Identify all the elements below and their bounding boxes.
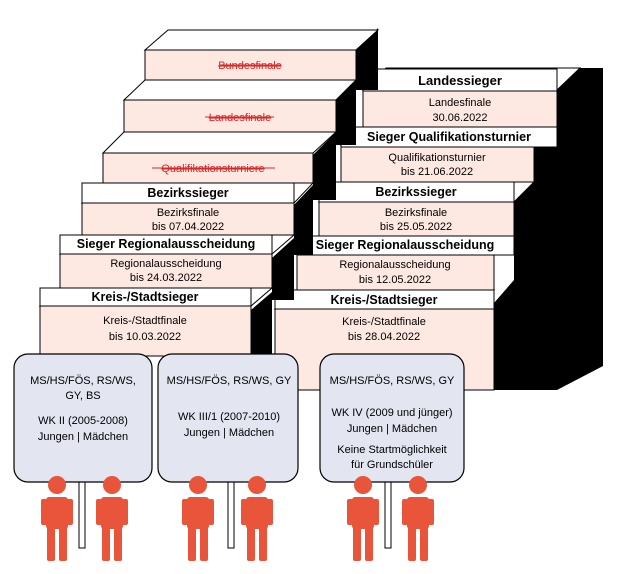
person-icon [182, 476, 214, 561]
sign-2-wk: WK III/1 (2007-2010) [178, 411, 280, 423]
right-regional-face [296, 254, 495, 291]
sign-2-board [157, 353, 299, 483]
left-bundes-label: Bundesfinale [218, 60, 282, 72]
left-bezirk-line1: Bezirksfinale [157, 207, 219, 219]
left-kreis-face [39, 305, 252, 357]
left-kreis-line2: bis 10.03.2022 [109, 331, 181, 343]
right-bezirk-title: Bezirkssieger [375, 185, 456, 199]
sign-2-post [227, 477, 235, 549]
left-landes-label: Landesfinale [209, 112, 271, 124]
left-bundes-top [143, 29, 380, 51]
left-regional-title: Sieger Regionalausscheidung [77, 237, 256, 251]
sign-2: MS/HS/FÖS, RS/WS, GY WK III/1 (2007-2010… [157, 353, 299, 549]
right-landes-face [362, 90, 558, 128]
person-icon [241, 476, 273, 561]
right-regional-line1: Regionalausscheidung [339, 259, 450, 271]
right-bezirk-line2: bis 25.05.2022 [380, 221, 452, 233]
sign-2-gender: Jungen | Mädchen [184, 427, 274, 439]
left-bezirk-face [81, 202, 295, 236]
person-icon [402, 476, 434, 561]
left-regional-face [59, 253, 273, 289]
right-quali-line1: Qualifikationsturnier [388, 152, 486, 164]
person-icon [347, 476, 379, 561]
right-landes-title: Landessieger [418, 73, 502, 88]
right-landes-line2: 30.06.2022 [432, 112, 487, 124]
right-kreis-line2: bis 28.04.2022 [348, 331, 420, 343]
person-icon [96, 476, 128, 561]
right-kreis-line1: Kreis-/Stadtfinale [342, 316, 426, 328]
right-regional-line2: bis 12.05.2022 [359, 274, 431, 286]
left-landes-face [123, 99, 337, 133]
sign-3-wk: WK IV (2009 und jünger) [331, 407, 452, 419]
right-quali-line2: bis 21.06.2022 [401, 166, 473, 178]
sign-3-gender: Jungen | Mädchen [347, 423, 437, 435]
sign-1-gender: Jungen | Mädchen [38, 431, 128, 443]
sign-1-schools-2: GY, BS [65, 390, 100, 402]
left-kreis-title: Kreis-/Stadtsieger [92, 290, 199, 304]
left-regional-line1: Regionalausscheidung [110, 258, 221, 270]
sign-3-note-2: für Grundschüler [351, 459, 433, 471]
sign-3-note-1: Keine Startmöglichkeit [337, 444, 446, 456]
sign-1-board [13, 353, 153, 483]
sign-1-post [78, 477, 86, 549]
right-staircase-side [557, 68, 603, 390]
person-icon [41, 476, 73, 561]
right-bezirk-line1: Bezirksfinale [385, 207, 447, 219]
sign-3-schools-1: MS/HS/FÖS, RS/WS, GY [330, 375, 455, 387]
left-regional-line2: bis 24.03.2022 [130, 272, 202, 284]
right-regional-title: Sieger Regionalausscheidung [316, 238, 495, 252]
sign-3: MS/HS/FÖS, RS/WS, GY WK IV (2009 und jün… [319, 353, 465, 549]
sign-3-board [319, 353, 465, 483]
sign-1: MS/HS/FÖS, RS/WS, GY, BS WK II (2005-200… [13, 353, 153, 549]
sign-2-schools-1: MS/HS/FÖS, RS/WS, GY [167, 375, 292, 387]
left-bezirk-line2: bis 07.04.2022 [152, 221, 224, 233]
right-landes-line1: Landesfinale [429, 97, 491, 109]
left-staircase-side [356, 28, 378, 90]
right-quali-face [340, 146, 535, 183]
left-staircase: Bundesfinale Landesfinale Qualifikations… [38, 28, 380, 357]
left-bezirk-title: Bezirkssieger [147, 186, 228, 200]
right-quali-title: Sieger Qualifikationsturnier [367, 130, 531, 144]
right-staircase: Landessieger Landesfinale 30.06.2022 Sie… [273, 67, 603, 391]
left-kreis-line1: Kreis-/Stadtfinale [103, 315, 187, 327]
sign-1-schools-1: MS/HS/FÖS, RS/WS, [30, 375, 136, 387]
sign-1-wk: WK II (2005-2008) [38, 415, 128, 427]
sign-3-post [384, 477, 392, 549]
right-kreis-title: Kreis-/Stadtsieger [331, 293, 438, 307]
figures [41, 476, 434, 561]
right-bezirk-face [318, 201, 515, 237]
left-quali-label: Qualifikationsturniere [161, 163, 264, 175]
